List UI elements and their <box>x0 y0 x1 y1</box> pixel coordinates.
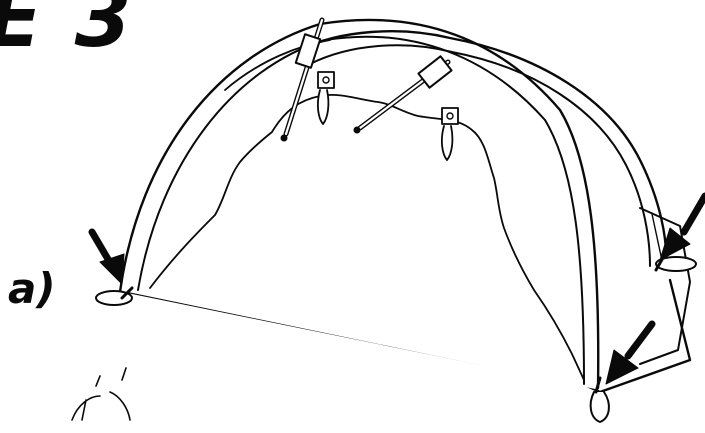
detail-sketch <box>72 368 130 420</box>
arrow-left-stake <box>92 232 124 284</box>
stake-loop-front <box>591 392 609 422</box>
